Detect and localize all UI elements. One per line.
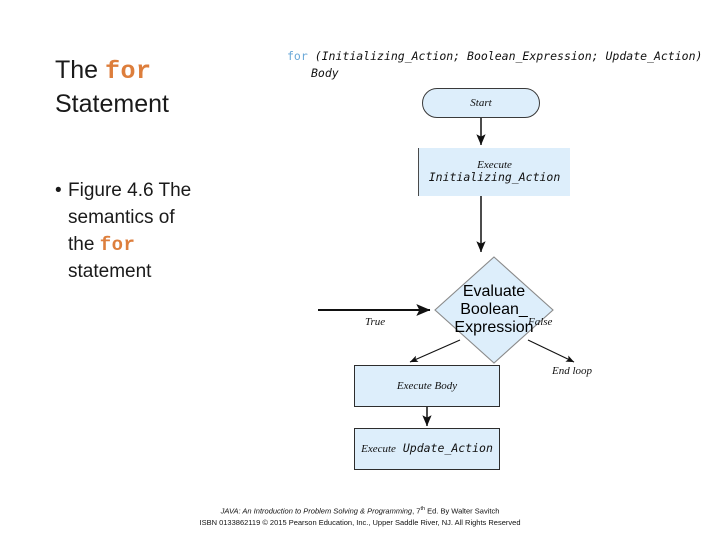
flowchart-figure: for (Initializing_Action; Boolean_Expres… [282, 40, 702, 490]
node-init-target: Initializing_Action [428, 170, 561, 185]
flowchart-node-execute-update: Execute Update_Action [354, 428, 500, 470]
bullet-dot-icon: • [55, 180, 62, 201]
node-decision-target-line1: Boolean_ [460, 301, 528, 318]
footer-credits: JAVA: An Introduction to Problem Solving… [0, 505, 720, 529]
page-title-suffix: Statement [55, 90, 169, 118]
node-body-label: Execute Body [396, 379, 458, 392]
footer-edition-number: 7 [416, 506, 421, 516]
bullet-line-2: semantics of [68, 206, 175, 228]
bullet-line-3-prefix: the [68, 233, 100, 255]
node-init-verb: Execute [477, 158, 512, 171]
flowchart-node-execute-body: Execute Body [354, 365, 500, 407]
decision-diamond-shape [434, 256, 554, 364]
page-title: The for Statement [55, 54, 270, 121]
node-update-verb: Execute [361, 443, 396, 456]
bullet-line-1: Figure 4.6 The [68, 180, 192, 201]
code-signature-text: (Initializing_Action; Boolean_Expression… [307, 49, 703, 63]
flowchart-node-decision: Evaluate Boolean_ Expression [433, 255, 555, 365]
bullet-list: • Figure 4.6 The semantics of the for st… [55, 178, 270, 286]
page-title-keyword: for [105, 57, 152, 86]
footer-edition-suffix: th [420, 506, 426, 512]
edge-label-end-loop: End loop [552, 365, 593, 377]
list-item: • Figure 4.6 The semantics of the for st… [55, 178, 270, 286]
page-title-prefix: The [55, 56, 106, 84]
footer-line-1: JAVA: An Introduction to Problem Solving… [0, 505, 720, 517]
bullet-item-text: Figure 4.6 The semantics of the for stat… [68, 178, 270, 286]
code-body-line: Body [311, 66, 339, 80]
code-signature-line: for (Initializing_Action; Boolean_Expres… [287, 48, 702, 65]
flowchart-node-start: Start [422, 88, 540, 118]
footer-line-2: ISBN 0133862119 © 2015 Pearson Education… [199, 518, 521, 528]
code-keyword-for: for [287, 49, 308, 63]
decision-label-group: Evaluate Boolean_ Expression [433, 255, 555, 365]
edge-label-false: False [528, 316, 553, 328]
node-decision-target-line2: Expression [454, 319, 534, 336]
bullet-line-4: statement [68, 260, 152, 282]
node-update-label: Execute Update_Action [361, 441, 493, 456]
node-start-label: Start [470, 96, 492, 109]
flowchart-node-init-action: Execute Initializing_Action [418, 148, 570, 196]
node-decision-verb: Evaluate [462, 283, 526, 300]
node-update-target: Update_Action [402, 441, 493, 456]
footer-book-title: JAVA: An Introduction to Problem Solving… [220, 506, 413, 516]
bullet-line-3-keyword: for [99, 233, 136, 256]
edge-label-true: True [365, 316, 386, 328]
footer-edition-rest: Ed. By Walter Savitch [425, 506, 500, 516]
footer-separator: , [412, 506, 417, 516]
